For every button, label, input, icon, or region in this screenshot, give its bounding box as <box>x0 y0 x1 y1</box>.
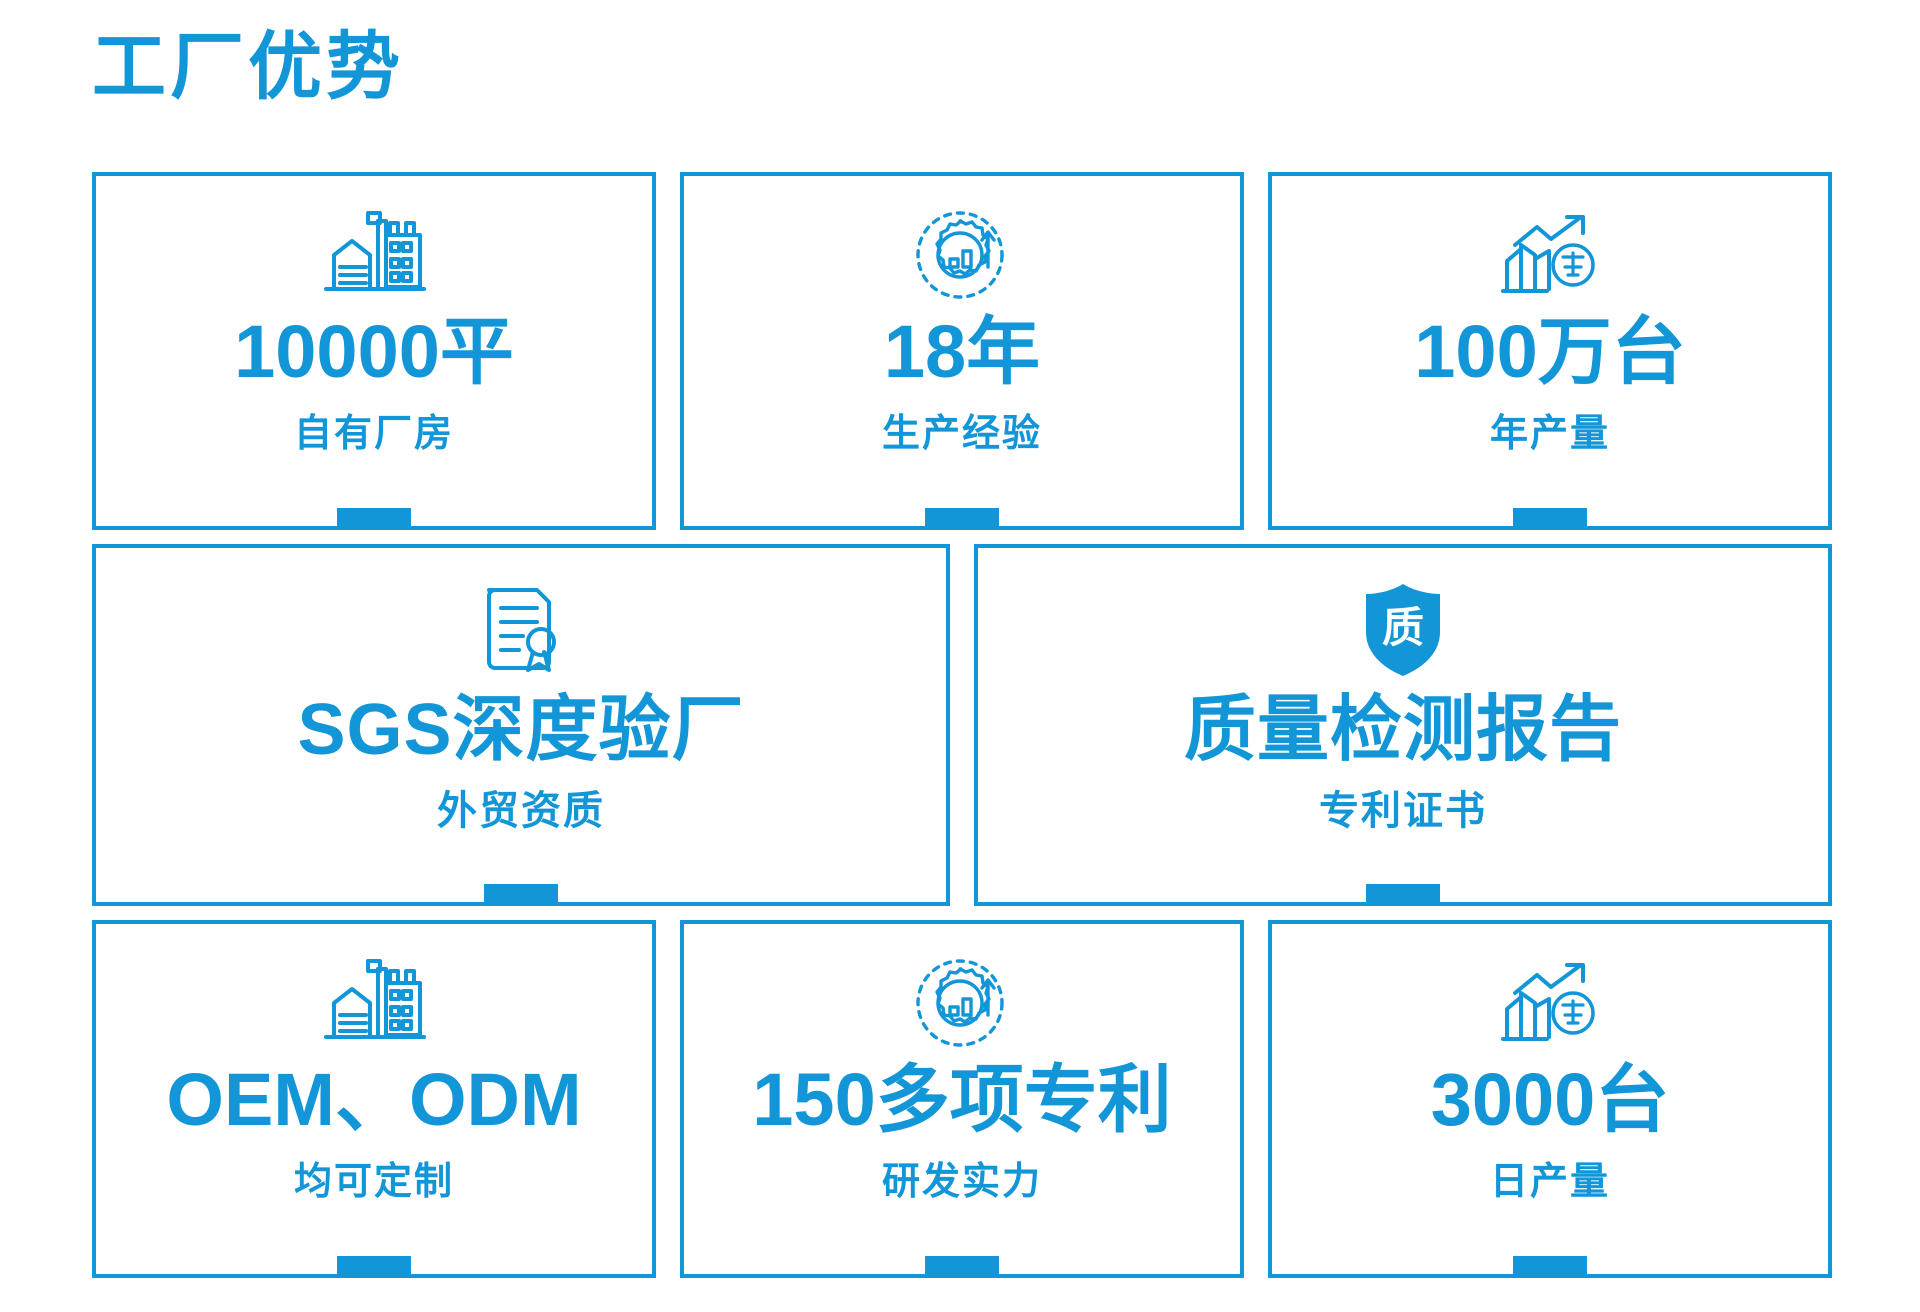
gear-chart-icon <box>912 954 1012 1052</box>
advantage-value: 150多项专利 <box>752 1058 1172 1141</box>
advantage-card[interactable]: 150多项专利 研发实力 <box>680 920 1244 1278</box>
advantage-grid: 10000平 自有厂房 18年 <box>92 172 1832 1292</box>
advantage-value: 10000平 <box>234 310 514 393</box>
card-bottom-tab <box>1513 508 1587 530</box>
advantage-label: 均可定制 <box>293 1160 454 1203</box>
advantage-value: 质量检测报告 <box>1183 690 1622 770</box>
card-bottom-tab <box>925 508 999 530</box>
growth-year-icon <box>1497 954 1603 1052</box>
page-title: 工厂优势 <box>92 25 404 108</box>
card-bottom-tab <box>337 508 411 530</box>
advantage-card[interactable]: 100万台 年产量 <box>1268 172 1832 530</box>
advantage-card[interactable]: 18年 生产经验 <box>680 172 1244 530</box>
advantage-label: 年产量 <box>1489 412 1610 455</box>
card-bottom-tab <box>1366 884 1440 906</box>
advantage-label: 专利证书 <box>1319 788 1487 833</box>
certificate-icon <box>475 578 567 682</box>
factory-icon <box>318 206 430 304</box>
card-bottom-tab <box>1513 1256 1587 1278</box>
advantage-value: 100万台 <box>1414 310 1686 393</box>
advantage-row-top: 10000平 自有厂房 18年 <box>92 172 1832 530</box>
advantage-label: 研发实力 <box>881 1160 1042 1203</box>
svg-text:质: 质 <box>1382 604 1424 651</box>
advantage-row-middle: SGS深度验厂 外贸资质 质 质量检测报告 专利证书 <box>92 544 1832 906</box>
advantage-card[interactable]: OEM、ODM 均可定制 <box>92 920 656 1278</box>
advantage-value: OEM、ODM <box>166 1058 582 1141</box>
gear-chart-icon <box>912 206 1012 304</box>
card-bottom-tab <box>484 884 558 906</box>
advantage-card[interactable]: 3000台 日产量 <box>1268 920 1832 1278</box>
factory-icon <box>318 954 430 1052</box>
advantage-card[interactable]: 质 质量检测报告 专利证书 <box>974 544 1832 906</box>
quality-shield-icon: 质 <box>1360 578 1446 682</box>
advantage-label: 外贸资质 <box>437 788 605 833</box>
advantage-card[interactable]: SGS深度验厂 外贸资质 <box>92 544 950 906</box>
card-bottom-tab <box>337 1256 411 1278</box>
advantage-value: 3000台 <box>1430 1058 1670 1141</box>
advantage-label: 自有厂房 <box>293 412 454 455</box>
advantage-row-bottom: OEM、ODM 均可定制 150多项专利 <box>92 920 1832 1278</box>
advantage-value: 18年 <box>883 310 1041 393</box>
growth-year-icon <box>1497 206 1603 304</box>
advantage-label: 日产量 <box>1489 1160 1610 1203</box>
advantage-label: 生产经验 <box>881 412 1042 455</box>
advantage-value: SGS深度验厂 <box>297 690 745 770</box>
card-bottom-tab <box>925 1256 999 1278</box>
advantage-card[interactable]: 10000平 自有厂房 <box>92 172 656 530</box>
